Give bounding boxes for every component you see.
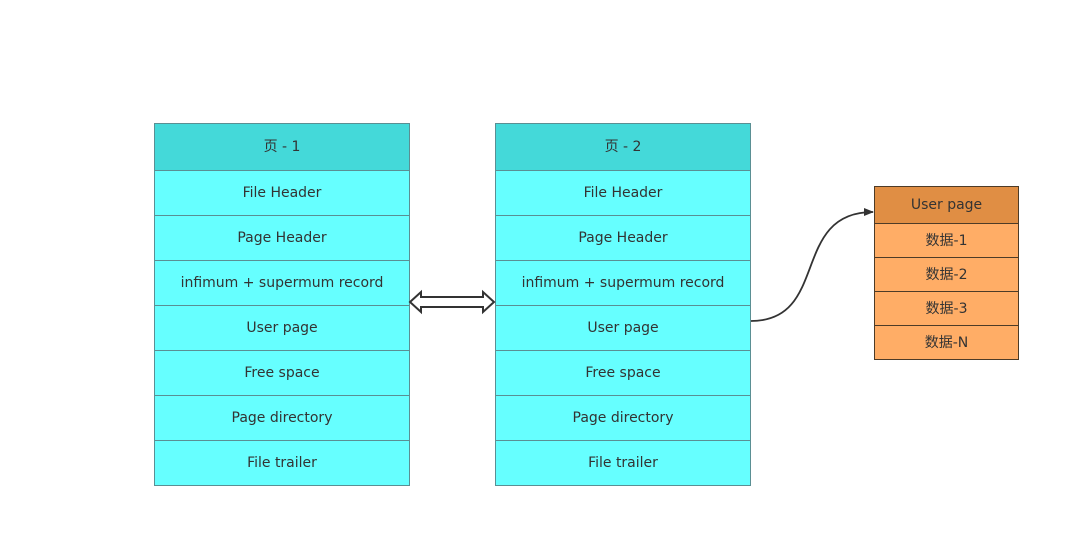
user-page-header: User page — [875, 187, 1018, 223]
page-1-page-directory: Page directory — [155, 395, 409, 440]
page-2-user-page: User page — [496, 305, 750, 350]
page-2-file-trailer: File trailer — [496, 440, 750, 485]
user-page-box: User page 数据-1 数据-2 数据-3 数据-N — [874, 186, 1019, 360]
page-1-file-header: File Header — [155, 170, 409, 215]
user-page-data-1: 数据-1 — [875, 223, 1018, 257]
page-1-header: 页 - 1 — [155, 124, 409, 170]
page-2-free-space: Free space — [496, 350, 750, 395]
page-1-file-trailer: File trailer — [155, 440, 409, 485]
user-page-link-arrow — [750, 208, 874, 322]
page-1-infimum-supermum-record: infimum + supermum record — [155, 260, 409, 305]
page-2-box: 页 - 2 File Header Page Header infimum + … — [495, 123, 751, 486]
double-arrow-icon — [408, 289, 496, 315]
page-2-infimum-supermum-record: infimum + supermum record — [496, 260, 750, 305]
page-1-box: 页 - 1 File Header Page Header infimum + … — [154, 123, 410, 486]
page-2-page-header: Page Header — [496, 215, 750, 260]
user-page-data-2: 数据-2 — [875, 257, 1018, 291]
user-page-data-3: 数据-3 — [875, 291, 1018, 325]
user-page-data-n: 数据-N — [875, 325, 1018, 359]
page-2-file-header: File Header — [496, 170, 750, 215]
page-1-user-page: User page — [155, 305, 409, 350]
page-2-header: 页 - 2 — [496, 124, 750, 170]
page-1-page-header: Page Header — [155, 215, 409, 260]
page-2-page-directory: Page directory — [496, 395, 750, 440]
page-1-free-space: Free space — [155, 350, 409, 395]
